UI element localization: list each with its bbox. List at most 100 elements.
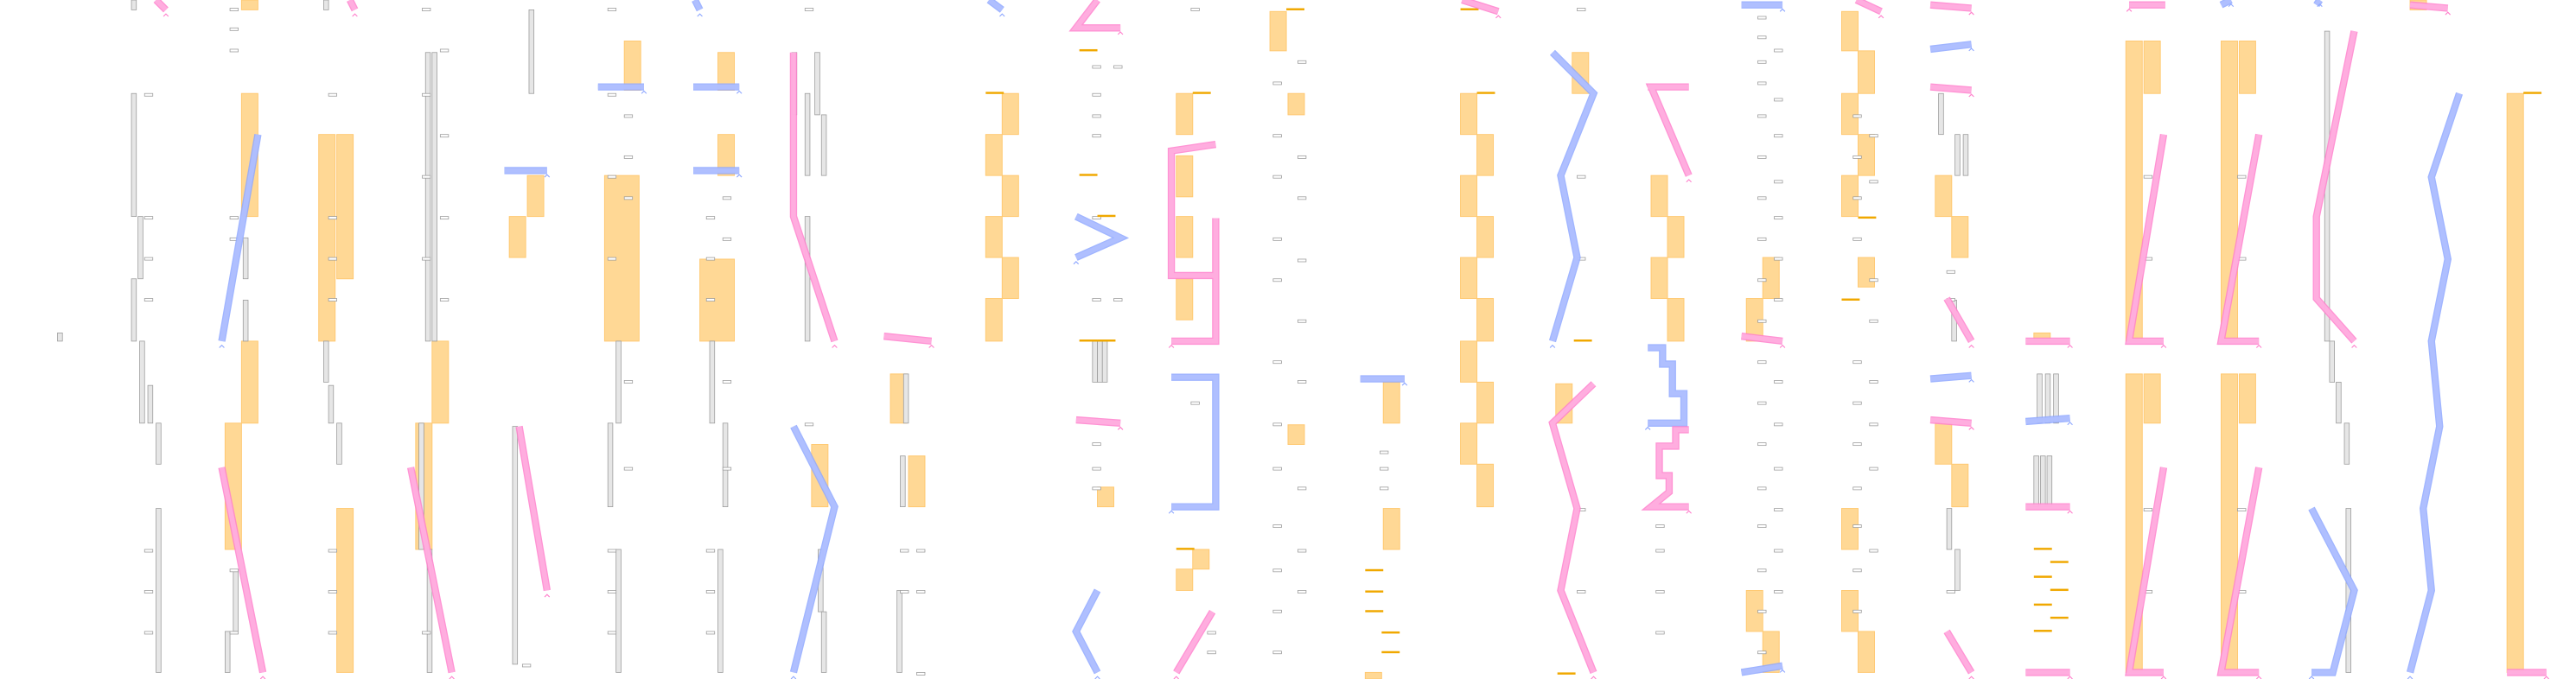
tick-mark [1272, 81, 1282, 86]
gray-track [131, 0, 137, 10]
orange-bar [431, 340, 450, 424]
blue-connector [1171, 374, 1219, 510]
pink-connector [516, 426, 550, 591]
pink-connector [791, 52, 838, 342]
gray-track [814, 52, 820, 116]
tick-mark [1852, 401, 1862, 405]
gray-track [709, 340, 716, 424]
gray-track [2053, 373, 2059, 424]
tick-mark [1757, 60, 1767, 64]
orange-dash [1460, 8, 1479, 10]
tick-mark [1774, 549, 1783, 553]
tick-mark [422, 92, 431, 97]
tick-mark [229, 27, 239, 31]
tick-mark [143, 216, 154, 220]
caret-icon [1878, 15, 1884, 19]
tick-mark [422, 631, 431, 635]
bar-layer [224, 0, 2524, 679]
orange-dash [1097, 340, 1116, 342]
tick-mark [1092, 466, 1101, 471]
tick-mark [1852, 237, 1862, 241]
tick-mark [328, 631, 337, 635]
pink-connector [1647, 84, 1692, 177]
tick-mark [1655, 524, 1665, 528]
tick-mark [705, 216, 716, 220]
orange-bar [1650, 175, 1668, 218]
tick-mark [705, 590, 716, 593]
pink-connector [1169, 142, 1219, 344]
tick-mark [439, 216, 450, 220]
tick-mark [422, 257, 431, 261]
tick-mark [1655, 549, 1665, 553]
orange-bar [1858, 631, 1875, 673]
orange-bar [1460, 422, 1478, 465]
gray-track [615, 549, 622, 673]
orange-bar [1001, 257, 1019, 300]
blue-connector [2025, 416, 2070, 424]
orange-bar [1460, 175, 1478, 218]
caret-icon [2308, 676, 2315, 679]
orange-bar [1460, 340, 1478, 383]
tick-mark [1757, 486, 1767, 491]
tick-mark [1869, 278, 1878, 282]
tick-mark [2143, 508, 2153, 511]
tick-mark [623, 196, 634, 200]
gray-track [336, 422, 342, 465]
orange-bar [1476, 298, 1495, 342]
tick-mark [1757, 237, 1767, 241]
orange-bar [1364, 671, 1382, 679]
orange-bar [1460, 92, 1478, 136]
gray-track [137, 216, 143, 280]
caret-icon [544, 593, 551, 598]
orange-bar [1097, 486, 1115, 508]
orange-bar [508, 216, 526, 258]
gray-track [156, 422, 162, 465]
tick-mark [705, 549, 716, 553]
tick-mark [328, 92, 337, 97]
tick-mark [1092, 486, 1101, 491]
tick-mark [1869, 180, 1878, 184]
orange-bar [2238, 40, 2256, 94]
tick-mark [804, 8, 814, 11]
tick-mark [705, 257, 716, 261]
pink-connector [1929, 417, 1972, 426]
pink-connector [1855, 0, 1883, 14]
gray-track [233, 570, 239, 632]
pink-connector [883, 333, 932, 344]
orange-dash [1858, 216, 1877, 219]
caret-icon [2255, 676, 2262, 679]
tick-mark [1757, 81, 1767, 86]
gray-track [2044, 373, 2051, 424]
caret-icon [1968, 344, 1974, 348]
blue-connector [1074, 214, 1126, 260]
caret-icon [1968, 378, 1974, 383]
caret-icon [1779, 344, 1786, 348]
orange-bar [985, 298, 1003, 342]
gray-track [2040, 455, 2046, 508]
tick-mark [143, 631, 154, 635]
tick-mark [1852, 360, 1862, 365]
blue-connector [2309, 507, 2357, 676]
tick-mark [1577, 8, 1586, 11]
tick-mark [1774, 180, 1783, 184]
caret-icon [1094, 676, 1100, 679]
orange-bar [1382, 381, 1400, 424]
tick-mark [1380, 450, 1389, 454]
orange-bar [1935, 175, 1953, 218]
gray-track [528, 10, 535, 94]
caret-icon [259, 676, 266, 679]
tick-mark [1298, 380, 1307, 384]
gray-track [820, 611, 827, 673]
caret-icon [1495, 15, 1502, 19]
tick-mark [1092, 65, 1101, 69]
caret-icon [1779, 8, 1786, 12]
tick-mark [705, 631, 716, 635]
tick-mark [722, 380, 732, 384]
pink-connector-outline [789, 52, 838, 343]
tick-mark [1774, 466, 1783, 471]
orange-dash [2033, 630, 2052, 632]
orange-bar [1176, 92, 1194, 136]
orange-bar [2238, 373, 2256, 424]
tick-mark [1869, 134, 1878, 138]
pink-connector [1944, 630, 1974, 674]
